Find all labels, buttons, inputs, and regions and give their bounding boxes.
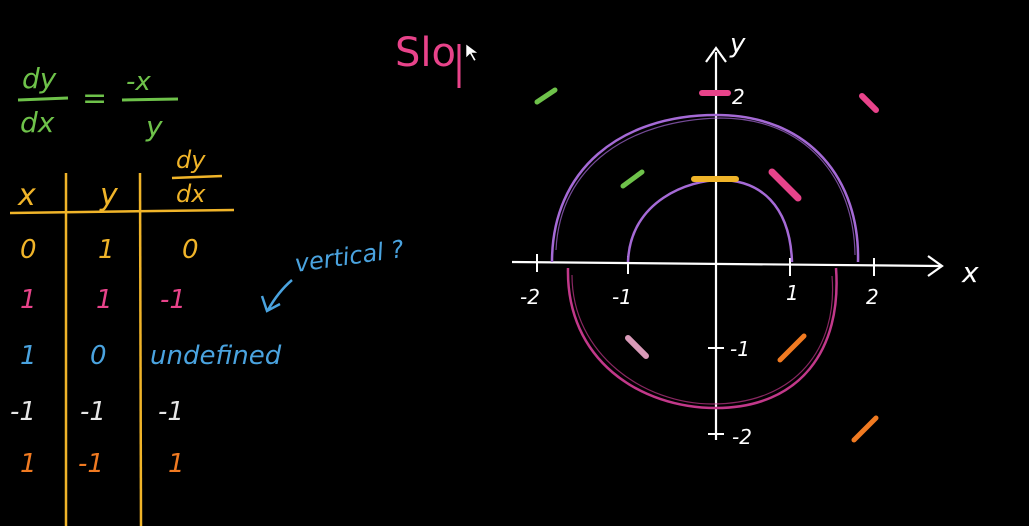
lower-semicircle-magenta-sketch xyxy=(571,274,834,405)
slope-mark-green xyxy=(534,87,558,105)
table-rule-vertical-2 xyxy=(138,172,143,526)
table-cell: -1 xyxy=(160,285,186,315)
annotation-vertical: vertical ? xyxy=(293,235,406,278)
lower-semicircle-magenta xyxy=(566,267,838,410)
table-cell: 1 xyxy=(20,341,37,371)
x-tick-label: 1 xyxy=(786,281,799,305)
equation-equals: = xyxy=(82,81,107,116)
equation-bar-left xyxy=(17,96,69,102)
annotation-arrowhead xyxy=(260,295,281,313)
inner-semicircle-purple xyxy=(626,178,794,263)
equation-bar-right xyxy=(121,97,179,102)
outer-semicircle-purple xyxy=(550,113,860,263)
table-rule-horizontal xyxy=(9,208,235,215)
cursor-icon xyxy=(465,43,479,62)
solution-curves xyxy=(550,113,860,410)
table-cell: 1 xyxy=(168,449,185,479)
slope-mark-green xyxy=(620,169,645,189)
y-tick-label: -2 xyxy=(732,425,752,449)
equation: dy dx = -x y xyxy=(17,62,179,143)
x-axis-label: x xyxy=(961,256,979,289)
table-header-dx: dx xyxy=(176,180,206,208)
slope-mark-lightpink xyxy=(625,335,649,359)
table-cell: 1 xyxy=(20,285,37,315)
table-cell: 1 xyxy=(98,235,115,265)
table-cell: -1 xyxy=(80,397,106,427)
slope-mark-pink xyxy=(768,168,802,202)
table-cell: 0 xyxy=(20,235,37,265)
table-cell: 1 xyxy=(20,449,37,479)
x-tick-label: -1 xyxy=(612,285,632,309)
x-tick-label: -2 xyxy=(520,285,540,309)
y-tick-label: 2 xyxy=(732,85,745,109)
x-axis-arrowhead xyxy=(927,255,944,277)
slope-marks xyxy=(534,87,879,443)
coordinate-axes: x y -2 -1 1 2 2 -1 -2 xyxy=(511,29,979,449)
table-cell: 1 xyxy=(96,285,113,315)
table-header-dy: dy xyxy=(176,146,206,174)
table-header-bar xyxy=(171,174,223,180)
table: x y dy dx 0 1 0 1 1 -1 1 0 undefined -1 … xyxy=(9,146,282,526)
table-header-y: y xyxy=(99,178,119,213)
title-text: Slo xyxy=(395,30,456,76)
y-axis-arrowhead xyxy=(705,46,727,63)
slope-mark-orange xyxy=(777,333,807,363)
x-tick-label: 2 xyxy=(866,285,879,309)
x-axis xyxy=(511,260,941,268)
equation-dy: dy xyxy=(22,62,57,95)
table-header-x: x xyxy=(17,178,36,213)
table-cell: -1 xyxy=(78,449,104,479)
annotation-arrow xyxy=(266,279,293,311)
slope-mark-pink xyxy=(859,93,879,113)
slope-mark-orange xyxy=(851,415,879,443)
table-cell: 0 xyxy=(90,341,107,371)
equation-minus-x: -x xyxy=(126,67,151,97)
table-cell: -1 xyxy=(10,397,36,427)
equation-dx: dx xyxy=(20,106,55,139)
y-tick-label: -1 xyxy=(730,337,750,361)
y-axis-label: y xyxy=(729,29,746,59)
table-cell: undefined xyxy=(150,341,282,371)
outer-semicircle-purple-sketch xyxy=(555,117,856,256)
equation-y: y xyxy=(145,110,163,143)
table-cell: -1 xyxy=(158,397,184,427)
table-cell: 0 xyxy=(182,235,199,265)
